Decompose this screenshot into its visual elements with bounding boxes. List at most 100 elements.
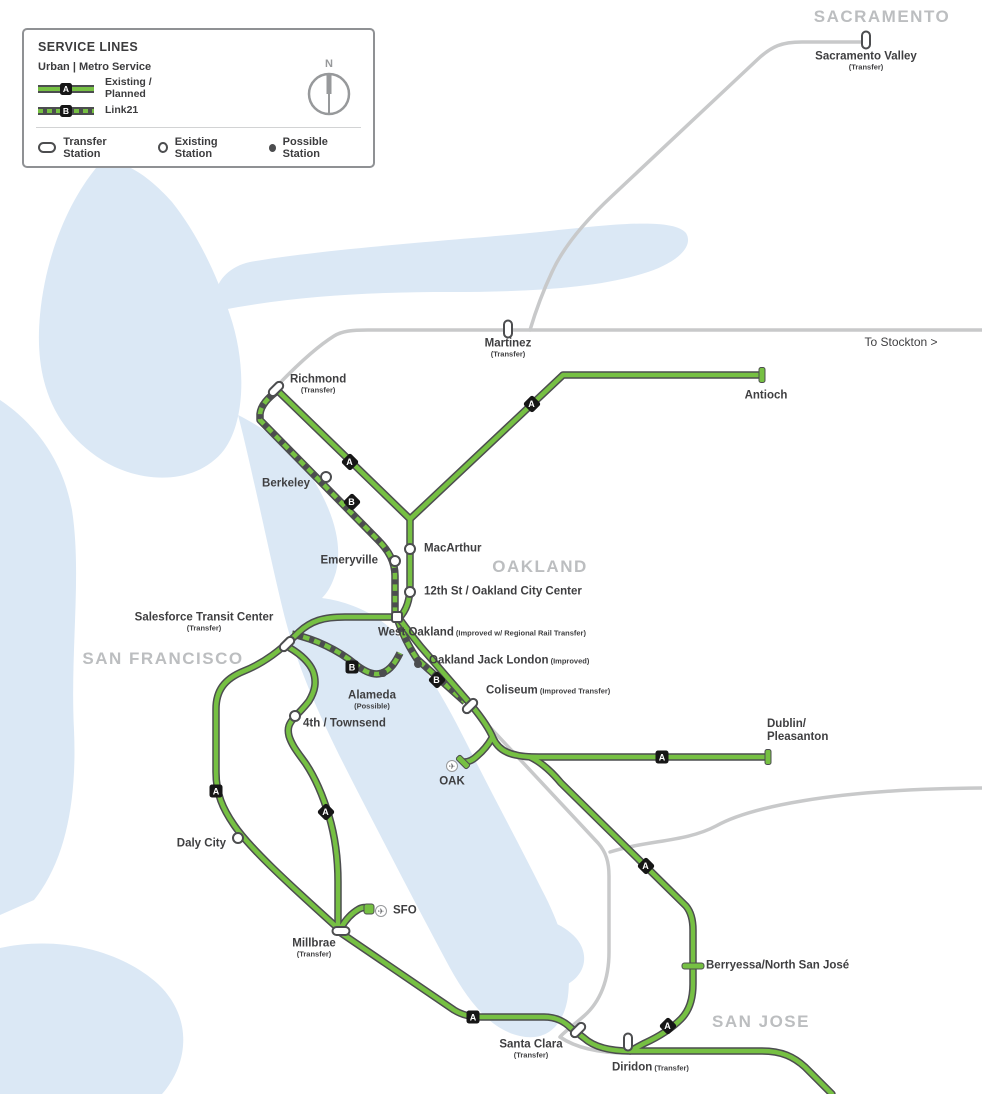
- route-badge-letter: B: [348, 497, 356, 507]
- legend-subtitle: Urban | Metro Service: [38, 61, 152, 73]
- station-marker-martinez: [503, 319, 513, 339]
- route-badge-letter: B: [433, 675, 441, 685]
- station-marker-oakland-jack-london: [414, 660, 422, 668]
- route-badge-b-9: B: [345, 660, 359, 674]
- station-marker-antioch: [758, 367, 766, 383]
- water-shapes: [0, 162, 689, 1094]
- route-badge-letter: A: [528, 399, 536, 409]
- station-label-daly-city: Daly City: [177, 837, 226, 850]
- regional-rail-lines: [274, 40, 982, 1055]
- legend-station-types: Transfer Station Existing Station Possib…: [38, 136, 359, 160]
- station-name-berkeley: Berkeley: [262, 477, 310, 490]
- station-label-west-oakland: West Oakland (Improved w/ Regional Rail …: [378, 626, 586, 639]
- airport-icon-sfo: ✈: [375, 905, 387, 917]
- station-sub-west-oakland: (Improved w/ Regional Rail Transfer): [453, 628, 586, 638]
- station-name-oakland-jack-london: Oakland Jack London: [429, 654, 549, 667]
- station-marker-sfo: [363, 903, 375, 915]
- station-sub-sacramento-valley: (Transfer): [848, 62, 884, 72]
- station-name-west-oakland: West Oakland: [378, 626, 454, 639]
- station-label-coliseum: Coliseum (Improved Transfer): [486, 684, 610, 697]
- station-sub-richmond: (Transfer): [300, 385, 336, 395]
- legend-title: SERVICE LINES: [38, 40, 139, 54]
- city-label-oakland: OAKLAND: [492, 557, 588, 576]
- compass: N: [305, 58, 353, 122]
- station-label-berkeley: Berkeley: [262, 477, 310, 490]
- station-name-santa-clara: Santa Clara: [499, 1038, 563, 1051]
- route-badge-a-7: A: [658, 1016, 678, 1036]
- legend-transfer-station: Transfer Station: [38, 136, 138, 160]
- transfer-station-icon: [38, 142, 57, 153]
- station-label-4th-townsend: 4th / Townsend: [303, 717, 386, 730]
- map-annotation-to-stockton: To Stockton >: [864, 335, 938, 349]
- station-sub-martinez: (Transfer): [490, 349, 526, 359]
- route-badge-a-0: A: [340, 452, 360, 472]
- station-marker-west-oakland: [391, 611, 403, 623]
- station-label-santa-clara: Santa Clara(Transfer): [499, 1038, 562, 1059]
- station-marker-4th-townsend: [289, 710, 301, 722]
- station-marker-santa-clara: [567, 1019, 589, 1041]
- city-label-sacramento: SACRAMENTO: [813, 7, 951, 26]
- station-sub-diridon: (Transfer): [652, 1063, 689, 1073]
- station-sub-millbrae: (Transfer): [296, 949, 332, 959]
- station-label-antioch: Antioch: [745, 389, 788, 402]
- station-name-macarthur: MacArthur: [424, 542, 482, 555]
- station-name-millbrae: Millbrae: [292, 937, 336, 950]
- station-name-dublin-pleasanton: Dublin/ Pleasanton: [767, 717, 829, 743]
- route-badge-a-1: A: [522, 394, 542, 414]
- route-badge-b-10: B: [427, 670, 447, 690]
- station-marker-12th-st-oakland-city-center: [404, 586, 416, 598]
- station-label-alameda: Alameda(Possible): [348, 689, 396, 710]
- station-marker-richmond: [265, 378, 287, 400]
- legend-panel: SERVICE LINES Urban | Metro Service A Ex…: [22, 28, 375, 168]
- compass-icon: [307, 72, 351, 116]
- station-label-sacramento-valley: Sacramento Valley(Transfer): [815, 50, 917, 71]
- station-label-emeryville: Emeryville: [320, 554, 378, 567]
- route-badge-a-6: A: [466, 1010, 480, 1024]
- route-badge-letter: A: [642, 861, 650, 871]
- station-name-emeryville: Emeryville: [320, 554, 378, 567]
- line-a-sample-icon: A: [38, 82, 94, 96]
- station-marker-dublin-pleasanton: [764, 749, 772, 765]
- existing-station-label: Existing Station: [174, 135, 218, 160]
- station-name-diridon: Diridon: [612, 1061, 653, 1074]
- station-label-berryessa-north-san-jos: Berryessa/North San José: [706, 959, 849, 972]
- station-label-diridon: Diridon (Transfer): [612, 1061, 689, 1074]
- route-badge-letter: A: [346, 457, 354, 467]
- station-marker-millbrae: [331, 926, 351, 936]
- route-badge-a-4: A: [316, 802, 336, 822]
- station-name-richmond: Richmond: [290, 373, 347, 386]
- station-sub-coliseum: (Improved Transfer): [537, 686, 611, 696]
- route-badge-letter: A: [469, 1012, 477, 1022]
- station-marker-macarthur: [404, 543, 416, 555]
- legend-possible-station: Possible Station: [268, 135, 359, 160]
- line-b-badge-icon: B: [60, 104, 72, 117]
- station-marker-coliseum: [459, 695, 481, 717]
- station-label-martinez: Martinez(Transfer): [485, 337, 532, 358]
- station-label-oak: OAK: [439, 775, 465, 788]
- station-sub-santa-clara: (Transfer): [513, 1050, 549, 1060]
- station-name-daly-city: Daly City: [176, 837, 226, 850]
- station-marker-diridon: [623, 1032, 633, 1052]
- station-name-martinez: Martinez: [484, 337, 532, 350]
- legend-existing-station: Existing Station: [157, 135, 249, 160]
- legend-line-b-label: Link21: [105, 103, 139, 116]
- station-name-sfo: SFO: [393, 904, 417, 917]
- route-badge-letter: A: [322, 807, 330, 817]
- possible-station-label: Possible Station: [282, 135, 328, 160]
- station-name-12th-st-oakland-city-center: 12th St / Oakland City Center: [424, 585, 582, 598]
- station-name-berryessa-north-san-jos: Berryessa/North San José: [706, 959, 850, 972]
- station-marker-berryessa-north-san-jos: [681, 962, 705, 970]
- transfer-station-label: Transfer Station: [63, 135, 107, 160]
- station-marker-daly-city: [232, 832, 244, 844]
- station-label-macarthur: MacArthur: [424, 542, 482, 555]
- station-marker-emeryville: [389, 555, 401, 567]
- station-label-sfo: SFO: [393, 904, 417, 917]
- station-name-coliseum: Coliseum: [486, 684, 538, 697]
- station-sub-oakland-jack-london: (Improved): [548, 656, 590, 666]
- route-badge-a-2: A: [655, 750, 669, 764]
- line-a-badge-icon: A: [60, 82, 72, 95]
- station-name-salesforce-transit-center: Salesforce Transit Center: [134, 611, 274, 624]
- route-badge-letter: B: [348, 662, 356, 672]
- legend-line-a: A Existing / Planned: [38, 76, 359, 101]
